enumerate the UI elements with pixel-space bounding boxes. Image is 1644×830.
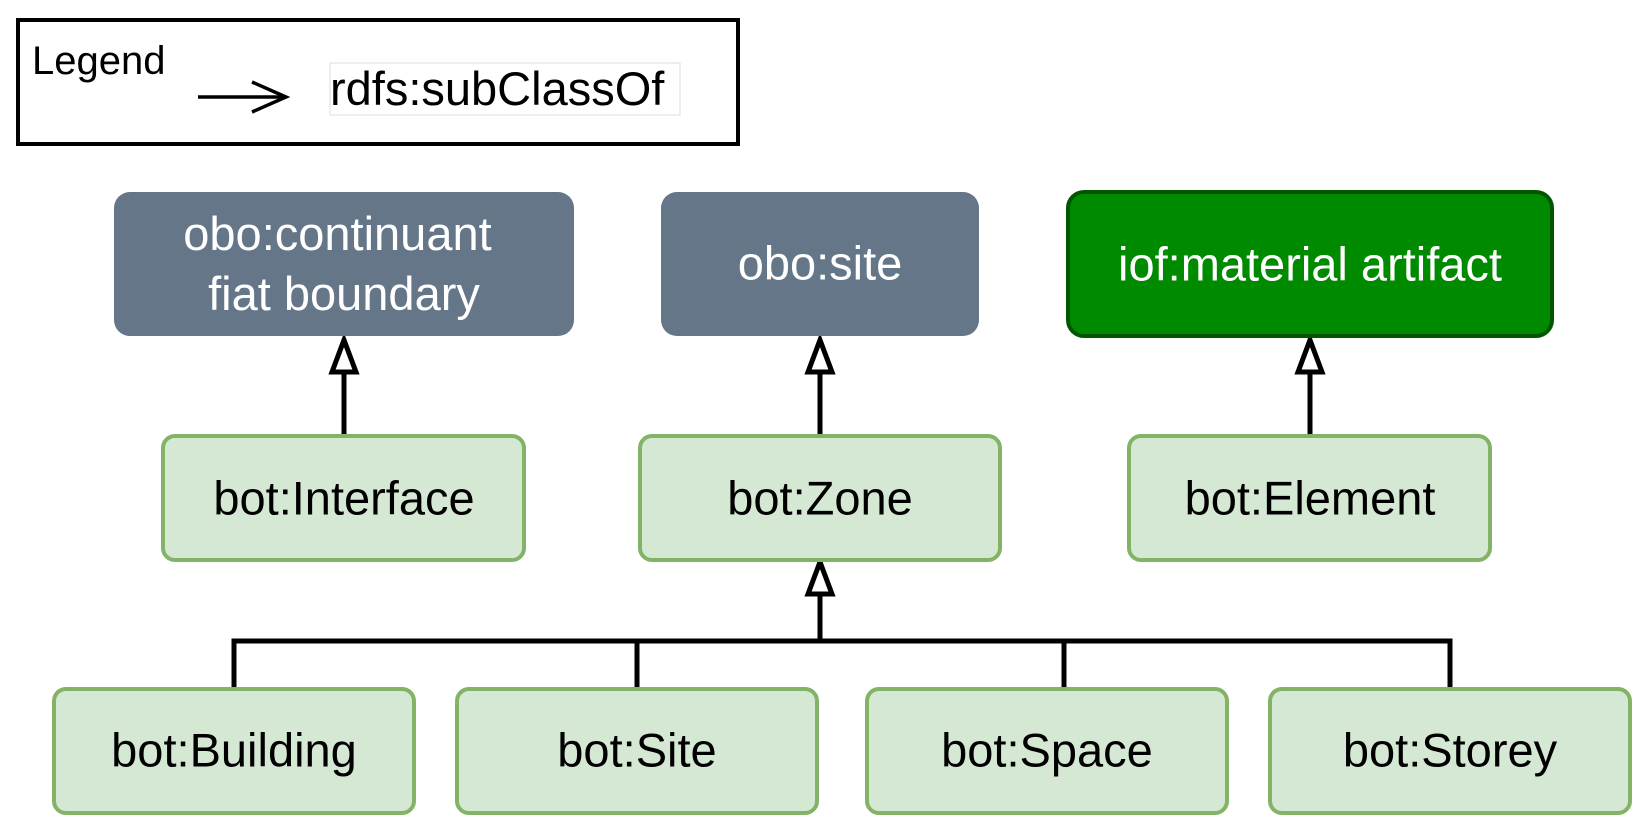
node-label: bot:Element bbox=[1185, 472, 1436, 525]
arrowhead-icon bbox=[328, 332, 360, 375]
node-label: bot:Building bbox=[111, 724, 357, 777]
node-box bbox=[161, 434, 526, 562]
legend-item-label-box bbox=[329, 62, 681, 116]
legend: Legend rdfs:subClassOf bbox=[16, 18, 740, 146]
arrowhead-icon bbox=[1294, 332, 1326, 375]
node-label: bot:Zone bbox=[727, 472, 913, 525]
node-bot-building: bot:Building bbox=[52, 687, 416, 815]
node-box bbox=[865, 687, 1229, 815]
legend-title: Legend bbox=[32, 39, 165, 83]
node-label: obo:continuant fiat boundary bbox=[183, 207, 504, 320]
arrowhead-icon bbox=[804, 554, 836, 597]
node-iof-material-artifact: iof:material artifact bbox=[1066, 190, 1554, 338]
node-label: bot:Space bbox=[941, 724, 1153, 777]
legend-item-label: rdfs:subClassOf bbox=[330, 62, 665, 115]
node-obo-continuant-fiat-boundary: obo:continuant fiat boundary bbox=[114, 192, 574, 336]
node-label: iof:material artifact bbox=[1118, 238, 1502, 291]
edge-space-to-zone bbox=[820, 638, 1067, 687]
node-box bbox=[52, 687, 416, 815]
node-label: bot:Interface bbox=[213, 472, 474, 525]
legend-arrow-icon bbox=[198, 80, 291, 114]
node-bot-zone: bot:Zone bbox=[638, 434, 1002, 562]
node-bot-site: bot:Site bbox=[455, 687, 819, 815]
edges bbox=[231, 332, 1453, 687]
node-box bbox=[638, 434, 1002, 562]
arrowhead-icon bbox=[804, 332, 836, 375]
node-label-line-2: fiat boundary bbox=[208, 267, 480, 320]
node-bot-interface: bot:Interface bbox=[161, 434, 526, 562]
node-box bbox=[114, 192, 574, 336]
edge-building-to-zone bbox=[231, 593, 823, 687]
node-label: obo:site bbox=[738, 237, 903, 290]
node-label: bot:Storey bbox=[1343, 724, 1558, 777]
node-box bbox=[1127, 434, 1492, 562]
node-label-line-1: obo:continuant bbox=[183, 207, 491, 260]
node-box bbox=[661, 192, 979, 336]
node-box bbox=[1268, 687, 1632, 815]
node-bot-storey: bot:Storey bbox=[1268, 687, 1632, 815]
node-bot-space: bot:Space bbox=[865, 687, 1229, 815]
node-label: bot:Site bbox=[557, 724, 716, 777]
node-bot-element: bot:Element bbox=[1127, 434, 1492, 562]
node-box bbox=[1066, 190, 1554, 338]
edge-storey-to-zone bbox=[1064, 638, 1453, 687]
node-box bbox=[455, 687, 819, 815]
node-obo-site: obo:site bbox=[661, 192, 979, 336]
